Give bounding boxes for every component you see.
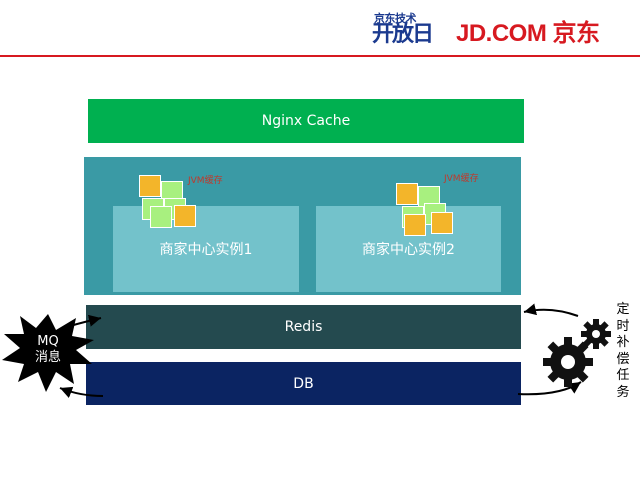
logo-tech-small-text: 京东技术 (374, 12, 417, 25)
header-logo: 京东技术 开放日 JD.COM 京东 (370, 8, 632, 52)
cache-block-icon (396, 183, 418, 205)
mq-to-redis-arrow (69, 314, 102, 327)
jvm-cache-1-label: JVM缓存 (188, 176, 223, 186)
header-divider (0, 55, 640, 57)
cache-block-icon (431, 212, 453, 234)
cache-block-icon (139, 175, 161, 197)
jvm-cache-2-label: JVM缓存 (444, 174, 479, 184)
instance-1-label: 商家中心实例1 (159, 242, 253, 258)
nginx-cache-layer: Nginx Cache (88, 99, 524, 143)
instance-2-label: 商家中心实例2 (362, 242, 455, 258)
logo-brand-text: JD.COM 京东 (456, 20, 600, 47)
cache-block-icon (174, 205, 196, 227)
db-layer: DB (86, 362, 521, 405)
instance-1-box: 商家中心实例1 (113, 206, 299, 292)
mq-to-db-arrow (59, 386, 104, 399)
mq-label-line2: 消息 (34, 350, 61, 365)
nginx-cache-label: Nginx Cache (261, 113, 351, 129)
redis-layer: Redis (86, 305, 521, 349)
redis-label: Redis (284, 319, 323, 335)
task-to-redis-arrow (523, 303, 579, 317)
mq-burst-icon (2, 314, 94, 392)
mq-label-line1: MQ (37, 334, 59, 349)
db-label: DB (293, 375, 314, 392)
cache-block-icon (404, 214, 426, 236)
task-to-db-arrow (517, 381, 582, 396)
gears-icon (543, 319, 611, 387)
logo-tech-big-text: 开放日 (372, 22, 434, 47)
mq-message-label: MQ 消息 (28, 334, 68, 366)
scheduled-task-label: 定时补偿任务 (616, 302, 630, 400)
cache-block-icon (150, 206, 172, 228)
